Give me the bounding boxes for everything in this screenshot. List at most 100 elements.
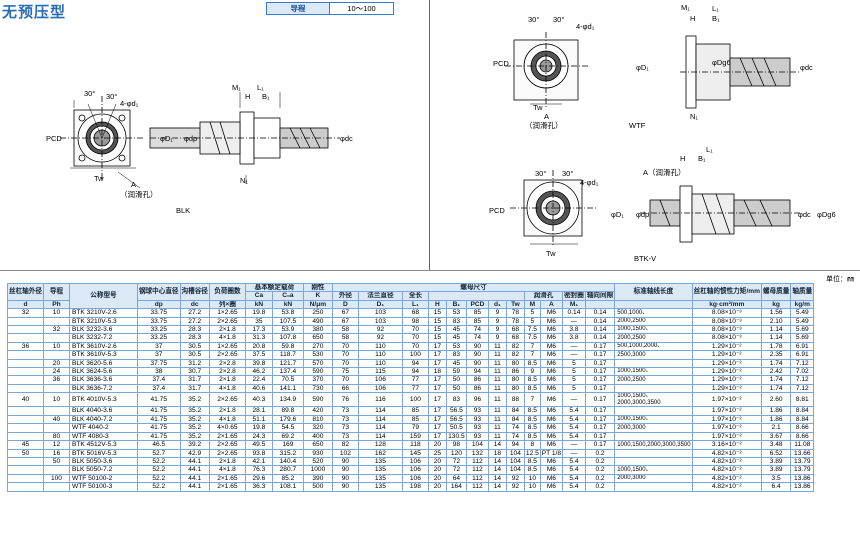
blk-front-labels: 30° 30° 4-φd₁ PCD Tw A （润滑孔） xyxy=(46,89,158,199)
blk-tw-label: Tw xyxy=(94,174,104,183)
cell-c0a: 53.9 xyxy=(271,325,304,335)
cell-len: 1000,1500、2000,3000,3500 xyxy=(614,392,693,408)
blk-n1-label: N₁ xyxy=(240,176,248,185)
btkv-h-label: H xyxy=(680,154,685,163)
cell-model: BTK 4010V-5.3 xyxy=(68,392,138,408)
cell-PCD: 112 xyxy=(465,456,489,467)
h-oil: 润滑孔 xyxy=(523,291,564,301)
cell-sm: 13.79 xyxy=(790,456,815,467)
cell-dp: 37 xyxy=(136,341,181,352)
wtf-a-label: A xyxy=(544,112,549,121)
cell-L1: 70 xyxy=(401,333,429,343)
cell-d xyxy=(7,414,44,425)
cell-ph xyxy=(42,482,70,492)
btkv-phidc-label: φdc xyxy=(798,210,811,219)
cell-D: 67 xyxy=(331,308,359,318)
cell-c0a: 85.2 xyxy=(271,473,304,484)
cell-d1: 11 xyxy=(487,358,507,369)
cell-c0a: 70.5 xyxy=(271,375,304,385)
cell-rows: 4×1.8 xyxy=(208,414,246,425)
cell-ph: 16 xyxy=(42,448,70,458)
cell-B1: 72 xyxy=(445,465,467,475)
cell-Mh: 8.5 xyxy=(523,465,541,475)
cell-d: 45 xyxy=(7,440,44,450)
cell-k: 380 xyxy=(302,325,333,335)
cell-D: 75 xyxy=(331,367,359,377)
cell-ax: 0.17 xyxy=(584,383,616,394)
cell-Mh: 7 xyxy=(523,341,541,352)
cell-H: 17 xyxy=(427,375,447,385)
cell-Tw: 68 xyxy=(505,325,525,335)
cell-rows: 2×2.8 xyxy=(208,367,246,377)
cell-D: 102 xyxy=(331,448,359,458)
lead-label: 导程 xyxy=(266,2,330,15)
cell-inertia: 4.82×10⁻² xyxy=(691,473,762,484)
cell-D: 67 xyxy=(331,316,359,327)
cell-sm: 7.12 xyxy=(790,383,815,394)
cell-D: 58 xyxy=(331,333,359,343)
cell-Mh: 8.5 xyxy=(523,456,541,467)
cell-dp: 41.75 xyxy=(136,423,181,433)
cell-Tw: 92 xyxy=(505,482,525,492)
blk-m1-label: M₁ xyxy=(232,83,241,92)
blk-side-view xyxy=(149,92,340,184)
cell-M1: — xyxy=(562,392,586,408)
cell-ph: 10 xyxy=(42,392,70,408)
cell-D1: 106 xyxy=(357,383,403,394)
cell-ax: 0.17 xyxy=(584,414,616,425)
cell-L1: 85 xyxy=(401,414,429,425)
cell-sm: 6.91 xyxy=(790,350,815,360)
cell-model: WTF 50100-2 xyxy=(68,473,138,484)
cell-dp: 37.75 xyxy=(136,358,181,369)
cell-d1: 14 xyxy=(487,473,507,484)
h-D: D xyxy=(331,299,359,310)
cell-Mh: 8.5 xyxy=(523,383,541,394)
cell-k: 320 xyxy=(302,423,333,433)
cell-L1: 100 xyxy=(401,350,429,360)
cell-ca: 40.6 xyxy=(244,383,273,394)
cell-ph: 10 xyxy=(42,341,70,352)
cell-L1: 106 xyxy=(401,465,429,475)
cell-inertia: 1.29×10⁻² xyxy=(691,375,762,385)
cell-L1: 159 xyxy=(401,431,429,442)
cell-A: M6 xyxy=(539,358,564,369)
h-axial: 轴向间隙 xyxy=(584,291,616,301)
cell-ca: 28.1 xyxy=(244,406,273,416)
cell-Mh: 8.5 xyxy=(523,406,541,416)
cell-ca: 31.3 xyxy=(244,333,273,343)
h-d1: d₁ xyxy=(487,299,507,310)
cell-k: 520 xyxy=(302,456,333,467)
cell-PCD: 90 xyxy=(465,358,489,369)
cell-dc: 35.2 xyxy=(179,431,210,442)
cell-M1: — xyxy=(562,448,586,458)
cell-H: 17 xyxy=(427,414,447,425)
h-loop: 负荷圈数 xyxy=(208,283,246,301)
cell-A: M6 xyxy=(539,406,564,416)
cell-c0a: 179.6 xyxy=(271,414,304,425)
btkv-l1-label: L₁ xyxy=(706,145,713,154)
cell-M1: 5 xyxy=(562,367,586,377)
cell-sm: 5.69 xyxy=(790,325,815,335)
cell-B1: 50.5 xyxy=(445,423,467,433)
cell-ca: 20.8 xyxy=(244,341,273,352)
cell-d1: 11 xyxy=(487,392,507,408)
cell-M1: 5.4 xyxy=(562,465,586,475)
cell-dp: 46.5 xyxy=(136,440,181,450)
blk-phiD1-label: φD₁ xyxy=(160,134,173,143)
h-c0a: C₀a xyxy=(271,291,304,301)
cell-A: M6 xyxy=(539,456,564,467)
cell-ax: 0.2 xyxy=(584,482,616,492)
cell-dp: 52.2 xyxy=(136,482,181,492)
cell-M1: — xyxy=(562,316,586,327)
cell-B1: 120 xyxy=(445,448,467,458)
cell-PCD: 85 xyxy=(465,316,489,327)
h-nmu: N/μm xyxy=(302,299,333,310)
cell-d xyxy=(7,473,44,484)
cell-D: 90 xyxy=(331,482,359,492)
cell-len: 1000,1500、 xyxy=(614,325,693,335)
btkv-phidp-label: φdp xyxy=(636,210,649,219)
cell-model: BLK 4040-3.6 xyxy=(68,406,138,416)
